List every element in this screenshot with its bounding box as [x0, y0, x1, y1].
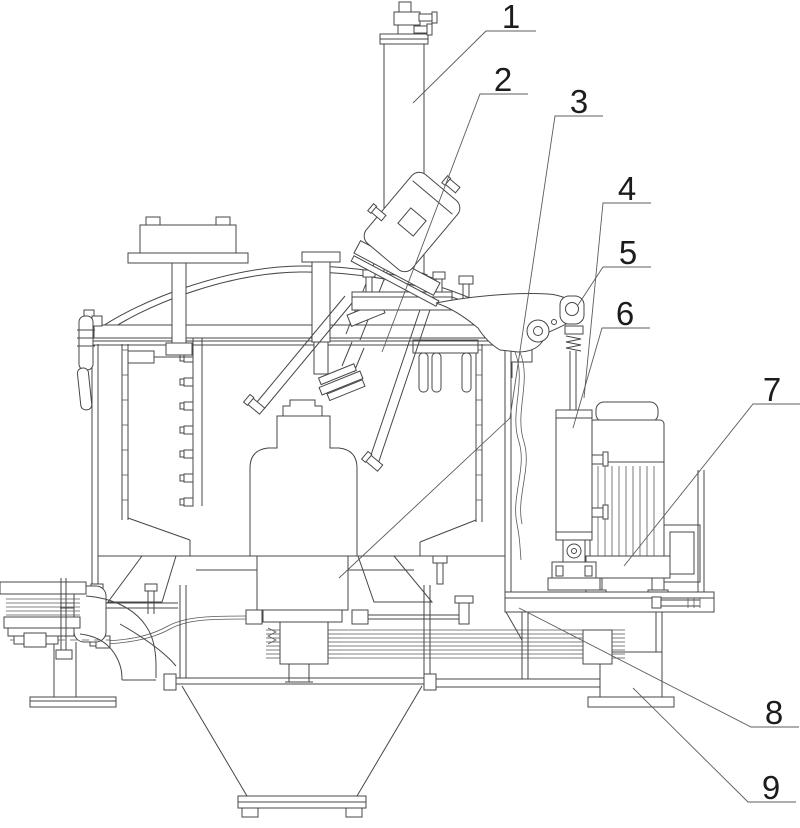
- callout-4: 4: [618, 170, 636, 207]
- nozzle-flanges: [317, 363, 366, 402]
- cover-box: [127, 216, 249, 356]
- callout-8: 8: [765, 694, 783, 731]
- discharge-outlet: [0, 578, 177, 681]
- beam-bolt: [651, 596, 701, 609]
- lid-flange: [93, 324, 514, 339]
- callout-labels: 1 2 3 4 5 6 7 8 9: [494, 0, 783, 806]
- rod-spring: [565, 335, 582, 352]
- drum-interior: [121, 338, 483, 611]
- discharge-hopper: [163, 673, 437, 818]
- right-side-assembly: [504, 351, 715, 708]
- motor: [585, 401, 701, 597]
- baffle-bolts: [179, 353, 194, 507]
- lid-latch: [76, 309, 103, 411]
- callout-leaders: [338, 30, 800, 803]
- tie-rod: [10, 632, 110, 648]
- base-structure: [0, 555, 600, 818]
- callout-7: 7: [763, 371, 781, 408]
- callout-9: 9: [762, 769, 780, 806]
- motor-pulley: [570, 629, 625, 665]
- center-hub: [249, 415, 358, 557]
- callout-5: 5: [619, 234, 637, 271]
- callout-2: 2: [494, 61, 512, 98]
- callout-3: 3: [570, 83, 588, 120]
- bearing-flange: [262, 609, 343, 623]
- callout-6: 6: [616, 295, 634, 332]
- bellows-spring: [267, 627, 277, 645]
- callout-1: 1: [502, 0, 520, 35]
- wash-pipe: [301, 251, 341, 375]
- inner-plate: [127, 350, 155, 364]
- v-belts: [342, 629, 570, 659]
- lid-arm: [435, 293, 585, 410]
- drain-hose: [514, 351, 522, 561]
- scraper-drive-box: [363, 171, 461, 273]
- mount-beam: [504, 591, 715, 613]
- hydraulic-cylinder: [547, 409, 609, 591]
- main-pulley: [279, 621, 329, 665]
- bearing-housing: [256, 555, 349, 611]
- center-drive: [89, 595, 570, 683]
- leg-foot: [587, 696, 675, 708]
- hanger-bar: [412, 339, 479, 354]
